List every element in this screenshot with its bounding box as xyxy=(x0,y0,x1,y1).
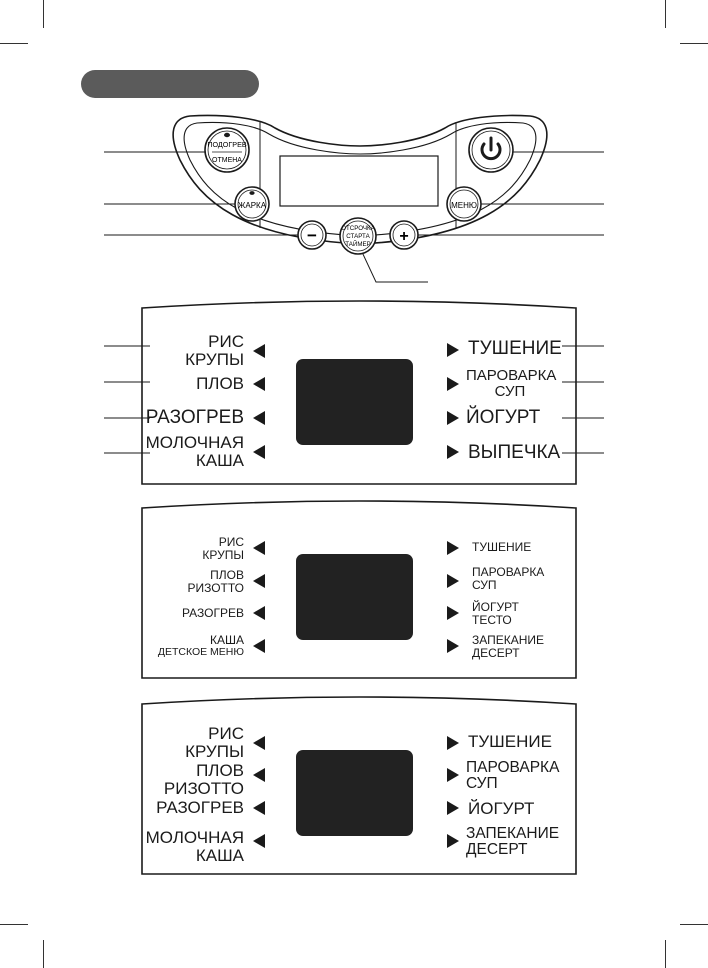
arrow-left-icon xyxy=(253,445,265,459)
power-icon xyxy=(480,136,502,161)
arrow-left-icon xyxy=(253,411,265,425)
arrow-right-icon xyxy=(447,736,459,750)
crop-mark xyxy=(680,43,708,45)
arrow-left-icon xyxy=(253,541,265,555)
crop-mark xyxy=(665,0,667,28)
fry-label: ЖАРКА xyxy=(238,201,267,210)
mode-label-stew: ТУШЕНИЕ xyxy=(472,540,532,554)
arrow-right-icon xyxy=(447,411,459,425)
arrow-left-icon xyxy=(253,377,265,391)
mode-label-stew: ТУШЕНИЕ xyxy=(468,732,552,751)
menu-button[interactable]: МЕНЮ xyxy=(446,186,482,222)
mode-label-stew: ТУШЕНИЕ xyxy=(468,338,562,359)
mode-label-yogurt: ЙОГУРТ xyxy=(466,407,541,428)
arrow-right-icon xyxy=(447,768,459,782)
crop-mark xyxy=(0,924,28,926)
control-panel: ПОДОГРЕВ ОТМЕНА ЖАРКА − ОТСРОЧКА СТАРТА … xyxy=(104,114,604,283)
delay-timer-button[interactable]: ОТСРОЧКА СТАРТА ТАЙМЕР xyxy=(339,217,377,255)
crop-mark xyxy=(665,940,667,968)
arrow-left-icon xyxy=(253,801,265,815)
arrow-right-icon xyxy=(447,834,459,848)
mode-label-reheat: РАЗОГРЕВ xyxy=(156,798,244,817)
indicator-led xyxy=(249,191,255,195)
arrow-left-icon xyxy=(253,768,265,782)
minus-label: − xyxy=(307,226,317,245)
plus-button[interactable]: + xyxy=(389,220,419,250)
arrow-right-icon xyxy=(447,343,459,357)
delay-label-3: ТАЙМЕР xyxy=(345,240,371,248)
mode-label-reheat: РАЗОГРЕВ xyxy=(145,407,244,428)
mode-label-pilaf: ПЛОВ xyxy=(196,374,244,393)
delay-label-1: ОТСРОЧКА xyxy=(341,225,375,232)
control-panel-inner-outline xyxy=(183,121,537,237)
power-button[interactable] xyxy=(468,127,514,173)
arrow-left-icon xyxy=(253,736,265,750)
plus-label: + xyxy=(399,228,408,245)
fry-button[interactable]: ЖАРКА xyxy=(234,186,270,222)
arrow-right-icon xyxy=(447,377,459,391)
warm-cancel-button[interactable]: ПОДОГРЕВ ОТМЕНА xyxy=(204,127,250,173)
minus-button[interactable]: − xyxy=(297,220,327,250)
crop-mark xyxy=(0,43,28,45)
warm-label: ПОДОГРЕВ xyxy=(207,140,247,149)
arrow-right-icon xyxy=(447,574,459,588)
arrow-left-icon xyxy=(253,344,265,358)
mode-label-reheat: РАЗОГРЕВ xyxy=(181,606,244,620)
callout-line xyxy=(361,251,428,283)
display-screen-a xyxy=(296,359,413,445)
cancel-label: ОТМЕНА xyxy=(212,157,242,164)
crop-mark xyxy=(680,924,708,926)
arrow-left-icon xyxy=(253,834,265,848)
display-screen-b xyxy=(296,554,413,640)
mode-label-yogurt: ЙОГУРТ xyxy=(468,799,535,818)
crop-mark xyxy=(43,940,45,968)
menu-label: МЕНЮ xyxy=(451,201,477,210)
display-window xyxy=(279,155,439,207)
arrow-right-icon xyxy=(447,445,459,459)
crop-mark xyxy=(43,0,45,28)
arrow-left-icon xyxy=(253,639,265,653)
indicator-led xyxy=(224,132,230,138)
arrow-right-icon xyxy=(447,801,459,815)
arrow-right-icon xyxy=(447,541,459,555)
mode-label-baking: ВЫПЕЧКА xyxy=(468,442,561,463)
display-screen-c xyxy=(296,750,413,836)
section-header-bar xyxy=(81,70,259,98)
arrow-right-icon xyxy=(447,639,459,653)
arrow-left-icon xyxy=(253,574,265,588)
arrow-right-icon xyxy=(447,606,459,620)
arrow-left-icon xyxy=(253,606,265,620)
delay-label-2: СТАРТА xyxy=(346,233,370,240)
